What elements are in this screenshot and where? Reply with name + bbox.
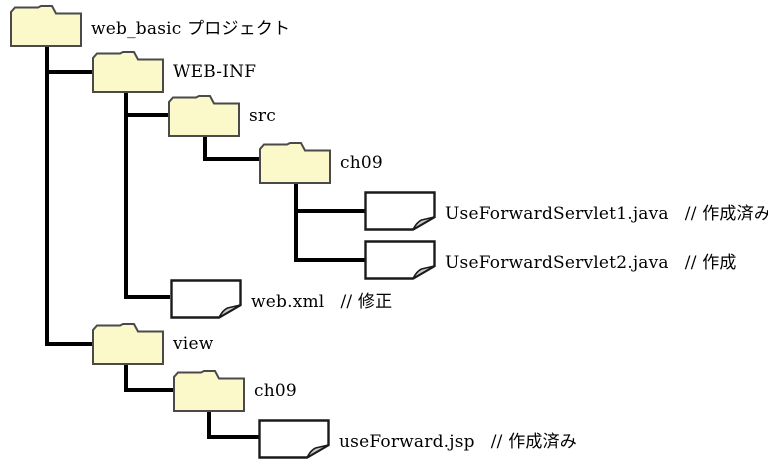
folder-icon bbox=[92, 323, 164, 365]
tree-line-branch-view bbox=[45, 342, 93, 346]
tree-line-vertical-src bbox=[203, 137, 207, 161]
tree-line-vertical-view bbox=[124, 365, 128, 392]
folder-node-web-inf: WEB-INF bbox=[92, 51, 256, 93]
file-node-web-xml: web.xml // 修正 bbox=[170, 279, 392, 319]
tree-line-branch-ch09-view bbox=[124, 388, 175, 392]
file-node-servlet1: UseForwardServlet1.java // 作成済み bbox=[364, 191, 768, 231]
folder-icon bbox=[173, 370, 245, 412]
tree-line-branch-web-inf bbox=[45, 70, 93, 74]
file-name: UseForwardServlet2.java bbox=[445, 252, 669, 273]
file-name: useForward.jsp bbox=[339, 431, 475, 452]
file-icon bbox=[170, 279, 242, 319]
file-label-web-xml: web.xml // 修正 bbox=[251, 287, 392, 312]
file-node-use-forward-jsp: useForward.jsp // 作成済み bbox=[258, 419, 577, 459]
tree-line-vertical-ch09-view bbox=[207, 412, 211, 439]
folder-icon bbox=[259, 142, 331, 184]
folder-label-ch09-src: ch09 bbox=[340, 153, 383, 173]
tree-line-vertical-web-basic bbox=[45, 47, 49, 346]
folder-label-web-inf: WEB-INF bbox=[173, 62, 257, 82]
folder-node-web-basic: web_basic プロジェクト bbox=[10, 5, 290, 47]
tree-line-branch-jsp bbox=[207, 435, 260, 439]
file-name: UseForwardServlet1.java bbox=[445, 203, 669, 224]
file-icon bbox=[364, 191, 436, 231]
folder-label-view: view bbox=[173, 334, 214, 354]
file-comment: // 作成済み bbox=[490, 431, 578, 452]
file-node-servlet2: UseForwardServlet2.java // 作成 bbox=[364, 240, 737, 280]
file-name: web.xml bbox=[251, 291, 325, 312]
tree-line-vertical-ch09-src bbox=[294, 183, 298, 262]
tree-line-branch-ch09-src bbox=[203, 157, 261, 161]
folder-icon bbox=[92, 51, 164, 93]
tree-line-branch-servlet1 bbox=[294, 209, 366, 213]
tree-line-branch-web-xml bbox=[124, 295, 170, 299]
folder-node-view: view bbox=[92, 323, 213, 365]
folder-icon bbox=[168, 95, 240, 137]
file-comment: // 作成 bbox=[684, 252, 737, 273]
tree-line-vertical-web-inf bbox=[124, 93, 128, 299]
folder-label-src: src bbox=[249, 106, 276, 126]
folder-node-ch09-src: ch09 bbox=[259, 142, 383, 184]
tree-line-branch-servlet2 bbox=[294, 258, 366, 262]
file-comment: // 作成済み bbox=[684, 203, 768, 224]
file-label-servlet1: UseForwardServlet1.java // 作成済み bbox=[445, 199, 768, 224]
file-icon bbox=[364, 240, 436, 280]
file-comment: // 修正 bbox=[340, 291, 393, 312]
folder-label-web-basic: web_basic プロジェクト bbox=[91, 18, 291, 39]
tree-line-branch-src bbox=[124, 113, 170, 117]
folder-node-ch09-view: ch09 bbox=[173, 370, 297, 412]
folder-node-src: src bbox=[168, 95, 276, 137]
file-label-use-forward-jsp: useForward.jsp // 作成済み bbox=[339, 427, 577, 452]
file-icon bbox=[258, 419, 330, 459]
folder-icon bbox=[10, 5, 82, 47]
folder-label-ch09-view: ch09 bbox=[254, 381, 297, 401]
file-label-servlet2: UseForwardServlet2.java // 作成 bbox=[445, 248, 737, 273]
